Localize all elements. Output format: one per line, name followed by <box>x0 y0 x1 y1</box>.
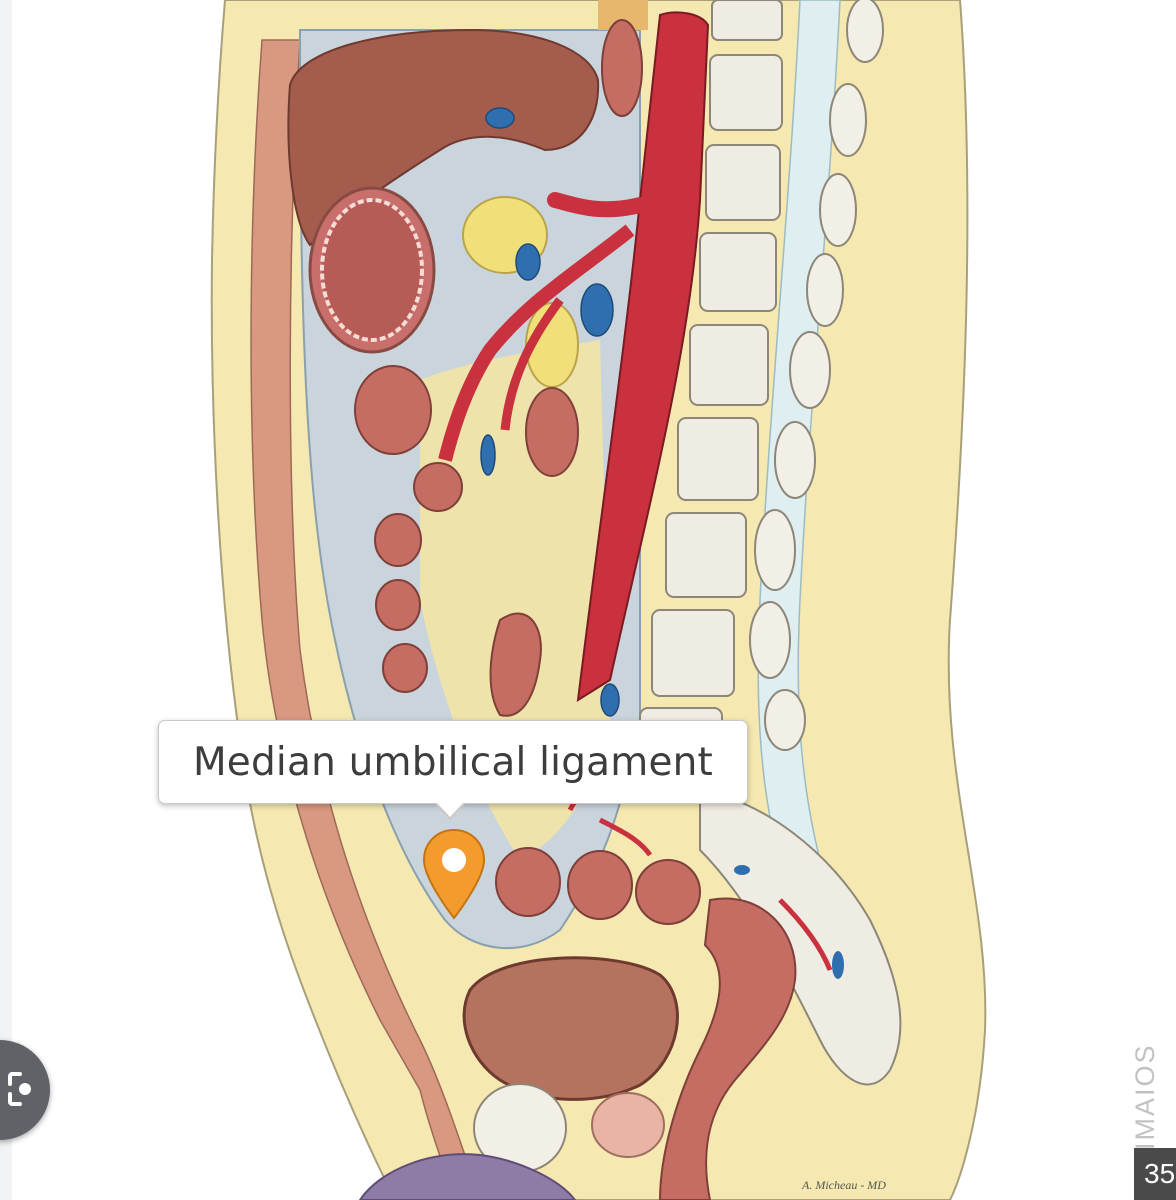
viewer-left-edge <box>0 0 12 1200</box>
structure-label-tooltip: Median umbilical ligament <box>158 720 748 820</box>
map-pin-icon[interactable] <box>420 828 488 920</box>
imaios-watermark: IMAIOS <box>1130 1043 1160 1150</box>
google-lens-icon <box>8 1072 31 1106</box>
page-indicator: 35 <box>1134 1148 1176 1200</box>
tooltip-label: Median umbilical ligament <box>192 739 714 785</box>
artist-signature: A. Micheau - MD <box>802 1178 886 1192</box>
